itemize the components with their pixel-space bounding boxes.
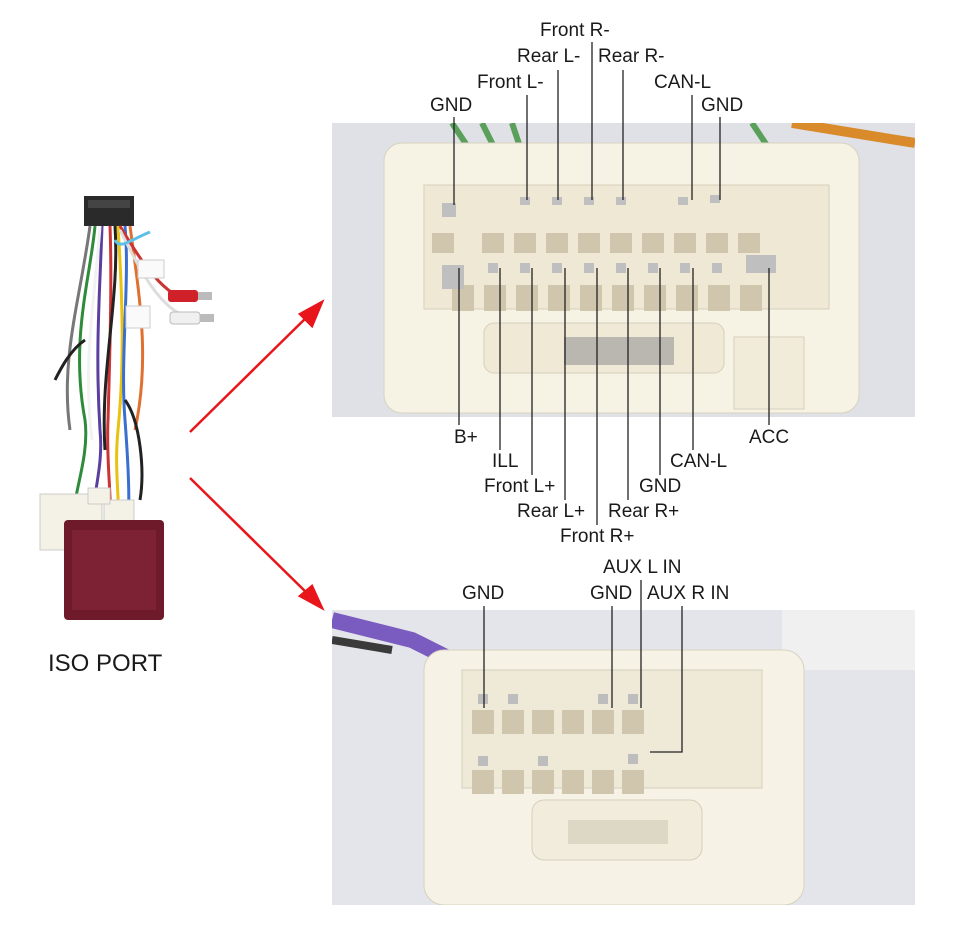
label-can-l-bottom: CAN-L: [670, 451, 728, 472]
label-gnd-top-right: GND: [701, 95, 744, 116]
label-front-l-minus: Front L-: [477, 72, 544, 93]
label-gnd-bottom-left: GND: [462, 583, 505, 604]
label-gnd-top-left: GND: [430, 95, 473, 116]
label-gnd-mid: GND: [639, 476, 682, 497]
label-rear-l-plus: Rear L+: [517, 501, 586, 522]
label-b-plus: B+: [454, 427, 478, 448]
label-can-l-top: CAN-L: [654, 72, 712, 93]
label-front-l-plus: Front L+: [484, 476, 556, 497]
label-aux-l-in: AUX L IN: [603, 557, 682, 578]
label-front-r-minus: Front R-: [540, 20, 610, 41]
label-aux-r-in: AUX R IN: [647, 583, 730, 604]
label-rear-r-minus: Rear R-: [598, 46, 665, 67]
label-acc: ACC: [749, 427, 790, 448]
label-front-r-plus: Front R+: [560, 526, 635, 547]
label-rear-r-plus: Rear R+: [608, 501, 680, 522]
label-rear-l-minus: Rear L-: [517, 46, 581, 67]
iso-port-label: ISO PORT: [48, 650, 163, 677]
label-ill: ILL: [492, 451, 519, 472]
bottom-connector-photo: [332, 610, 915, 905]
label-gnd-bottom-right: GND: [590, 583, 633, 604]
top-connector-photo: [332, 123, 915, 417]
